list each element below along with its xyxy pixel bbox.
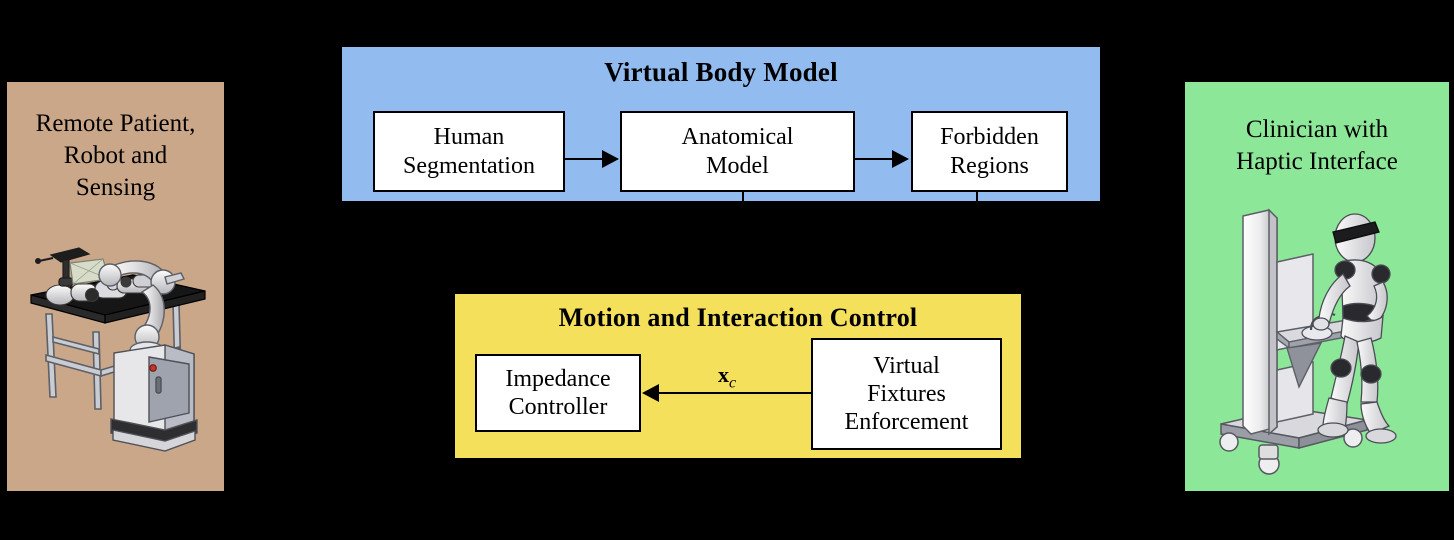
edge-forbidden-downlink: [976, 192, 978, 203]
edge-fixtures-to-impedance: [659, 392, 811, 394]
edge-anatomical-to-forbidden-arrowhead: [892, 150, 909, 168]
node-line: Forbidden: [940, 124, 1039, 151]
node-anatomical-model[interactable]: Anatomical Model: [620, 111, 855, 192]
edge-segmentation-to-anatomical: [565, 158, 607, 160]
panel-remote-patient: Remote Patient, Robot and Sensing: [5, 80, 226, 493]
label-line: Remote Patient,: [35, 110, 196, 137]
clinician-haptic-console-illustration: [1195, 202, 1443, 487]
panel-remote-patient-label: Remote Patient, Robot and Sensing: [7, 108, 224, 204]
node-line: Controller: [508, 394, 608, 420]
edge-fixtures-to-impedance-arrowhead: [642, 384, 659, 402]
motion-control-title: Motion and Interaction Control: [558, 303, 918, 332]
node-line: Human: [433, 124, 505, 151]
label-line: Haptic Interface: [1236, 148, 1398, 175]
node-line: Regions: [950, 152, 1029, 179]
edge-segmentation-to-anatomical-arrowhead: [602, 150, 619, 168]
virtual-body-model-title: Virtual Body Model: [604, 57, 838, 87]
label-line: Clinician with: [1245, 116, 1389, 143]
panel-clinician: Clinician with Haptic Interface: [1183, 80, 1451, 493]
node-virtual-fixtures-enforcement[interactable]: Virtual Fixtures Enforcement: [811, 338, 1002, 450]
node-line: Enforcement: [844, 409, 969, 436]
edge-label-xc: xc: [718, 362, 736, 392]
edge-label-xc-symbol: x: [718, 362, 729, 387]
node-line: Fixtures: [867, 380, 946, 407]
node-line: Virtual: [873, 352, 940, 379]
node-line: Anatomical: [681, 124, 794, 151]
label-line: Sensing: [75, 174, 156, 201]
label-line: Robot and: [63, 142, 168, 169]
edge-anatomical-downlink: [742, 192, 744, 203]
edge-label-xc-subscript: c: [729, 374, 737, 392]
node-human-segmentation[interactable]: Human Segmentation: [373, 111, 565, 192]
node-line: Model: [706, 152, 769, 179]
node-impedance-controller[interactable]: Impedance Controller: [475, 354, 641, 432]
panel-clinician-label: Clinician with Haptic Interface: [1185, 114, 1449, 178]
edge-anatomical-to-forbidden: [855, 158, 897, 160]
robot-arm-over-patient-illustration: [13, 237, 222, 487]
node-line: Impedance: [505, 365, 611, 392]
node-forbidden-regions[interactable]: Forbidden Regions: [911, 111, 1068, 192]
node-line: Segmentation: [403, 152, 535, 179]
